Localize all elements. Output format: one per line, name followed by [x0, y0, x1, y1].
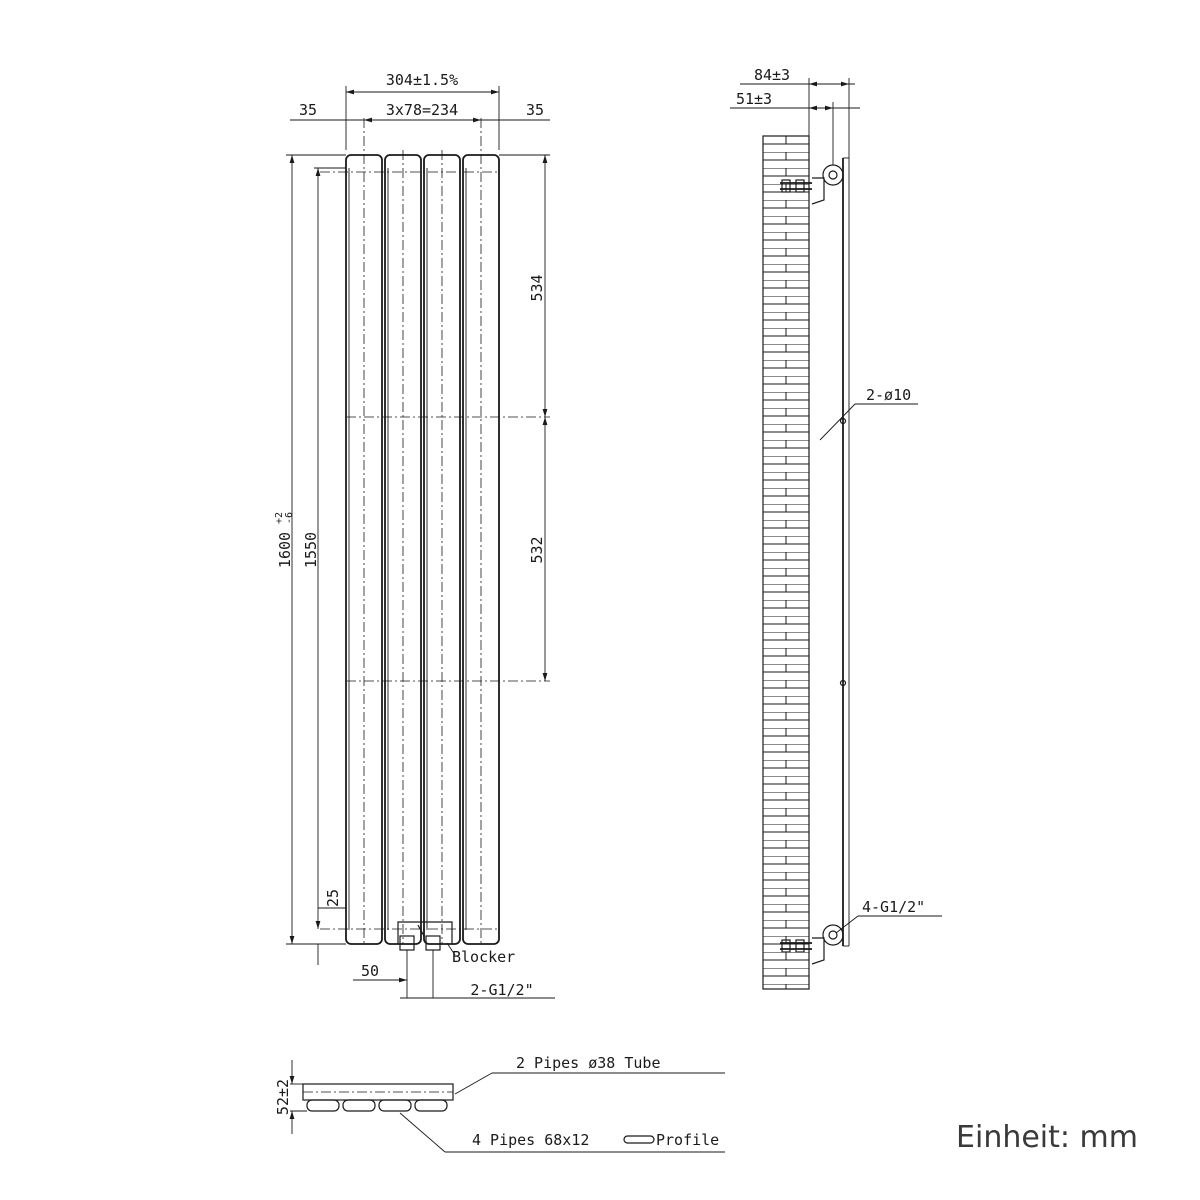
profiles-label-suffix: Profile: [656, 1131, 719, 1149]
dim-depth-total: 84±3: [754, 66, 790, 84]
left-dimensions: [286, 154, 346, 965]
tubes-label: 2 Pipes ø38 Tube: [516, 1054, 661, 1072]
top-view: 52±2 2 Pipes ø38 Tube 4 Pipes 68x12 Prof…: [274, 1054, 725, 1153]
dim-connections: 2-G1/2": [470, 981, 533, 999]
dim-center-spacing: 3x78=234: [386, 101, 458, 119]
dim-overall-height-tol-upper: +2: [274, 512, 285, 524]
dim-overall-height-main: 1600: [276, 532, 294, 568]
dim-inner-height: 1550: [302, 532, 320, 568]
side-view: 84±3 51±3 2-ø10 4-G1/2": [730, 66, 942, 990]
brackets-label: 4-G1/2": [862, 898, 925, 916]
holes-label: 2-ø10: [866, 386, 911, 404]
dim-upper-bracket-spacing: 534: [528, 274, 546, 301]
wall-bricks: [763, 136, 809, 989]
profiles-label-prefix: 4 Pipes 68x12: [472, 1131, 589, 1149]
profile-shape-icon: [623, 1135, 655, 1144]
right-dimensions: [499, 154, 550, 681]
depth-dimensions: [730, 78, 860, 165]
bottom-dimensions: [353, 942, 555, 999]
dim-overall-height-tol-lower: -6: [284, 512, 295, 524]
top-dimensions: [290, 86, 550, 150]
bottom-bracket: [780, 924, 844, 965]
front-view: 304±1.5% 35 3x78=234 35 534 532 1600 +2 …: [274, 71, 555, 999]
dim-side-margin-left: 35: [299, 101, 317, 119]
dim-top-depth: 52±2: [274, 1079, 292, 1115]
unit-label: Einheit: mm: [956, 1120, 1138, 1155]
dim-bottom-offset: 25: [324, 889, 342, 907]
dim-lower-bracket-spacing: 532: [528, 536, 546, 563]
blocker-label: Blocker: [452, 948, 515, 966]
flat-profiles: [306, 1099, 448, 1112]
dim-connection-offset: 50: [361, 962, 379, 980]
dim-side-margin-right: 35: [526, 101, 544, 119]
dim-overall-height: 1600 +2 -6: [274, 512, 295, 568]
radiator-profiles: [320, 118, 550, 951]
dim-depth-wall: 51±3: [736, 90, 772, 108]
dim-overall-width: 304±1.5%: [386, 71, 458, 89]
